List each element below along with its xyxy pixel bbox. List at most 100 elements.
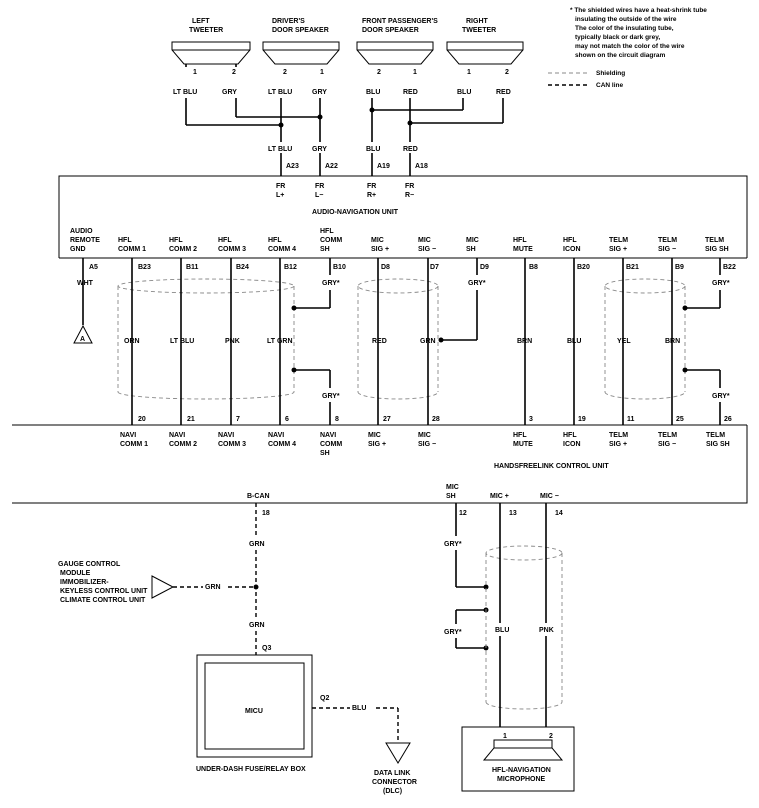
signal-label: HFL <box>513 237 527 244</box>
fuse-box-label: UNDER-DASH FUSE/RELAY BOX <box>196 766 306 773</box>
pin-number: B23 <box>138 264 151 271</box>
hfl-top-pins: 20 21 7 6 8 27 28 3 19 11 25 26 <box>138 416 732 423</box>
wire-color: GRN <box>249 541 265 548</box>
pin-number: 7 <box>236 416 240 423</box>
speaker-name: DOOR SPEAKER <box>362 27 419 34</box>
pin-number: 11 <box>627 416 635 423</box>
pin-number: 27 <box>383 416 391 423</box>
speaker-icon <box>356 41 434 65</box>
pin-number: B12 <box>284 264 297 271</box>
signal-label: TELM <box>658 237 677 244</box>
signal-label: COMM 2 <box>169 246 197 253</box>
signal-label: MIC <box>371 237 384 244</box>
middle-wires: WHT A ORN LT BLU PNK LT GRN GRY* GRY* RE… <box>73 258 730 425</box>
signal-label: HFL <box>118 237 132 244</box>
wire-color: GRY* <box>444 629 462 636</box>
speaker-right-tweeter: RIGHT TWEETER <box>446 18 524 65</box>
note-line: may not match the color of the wire <box>575 43 685 50</box>
signal-label: ICON <box>563 441 581 448</box>
speaker-icon <box>262 41 340 65</box>
bcan-line: GRN GRN GRN <box>173 503 265 655</box>
pin-number: B22 <box>723 264 736 271</box>
pin-number: 1 <box>413 69 417 76</box>
audio-top-connectors: LT BLU GRY BLU RED A23 A22 A19 A18 FR L+… <box>268 146 428 199</box>
wire-color: GRN <box>205 584 221 591</box>
wire-color: WHT <box>77 280 94 287</box>
dlc-label: CONNECTOR <box>372 779 417 786</box>
speaker-wiring <box>185 64 504 176</box>
signal-label: HFL <box>563 432 577 439</box>
connector-label: Q2 <box>320 695 329 702</box>
microphone-label: HFL-NAVIGATION <box>492 767 551 774</box>
pin-number: B9 <box>675 264 684 271</box>
signal-label: HFL <box>169 237 183 244</box>
wire-color: GRY* <box>322 280 340 287</box>
pin-number: 12 <box>459 510 467 517</box>
signal-label: GND <box>70 246 86 253</box>
pin-number: 1 <box>193 69 197 76</box>
audio-unit-label: AUDIO-NAVIGATION UNIT <box>312 209 399 216</box>
pin-number: 14 <box>555 510 563 517</box>
ground-reference-triangle <box>73 324 93 344</box>
shield-group-mic <box>357 278 439 400</box>
pin-number: B11 <box>186 264 199 271</box>
signal-label: SIG − <box>418 441 436 448</box>
signal-label: FR <box>367 183 376 190</box>
signal-label: TELM <box>609 237 628 244</box>
signal-label: COMM 3 <box>218 246 246 253</box>
module-label: MODULE <box>60 570 91 577</box>
wire-color: GRN <box>420 338 436 345</box>
signal-label: COMM 4 <box>268 246 296 253</box>
audio-bottom-pins: A5 B23 B11 B24 B12 B10 D8 D7 D9 B8 B20 B… <box>89 264 736 271</box>
wire-color: LT GRN <box>267 338 293 345</box>
module-label: KEYLESS CONTROL UNIT <box>60 588 148 595</box>
note-line: insulating the outside of the wire <box>575 16 677 23</box>
pin-number: 2 <box>377 69 381 76</box>
wire-color: GRY* <box>468 280 486 287</box>
signal-label: ICON <box>563 246 581 253</box>
shield-note: * The shielded wires have a heat-shrink … <box>570 7 707 59</box>
wire-color: PNK <box>539 627 554 634</box>
wire-color: RED <box>372 338 387 345</box>
speaker-pins: 1 2 2 1 2 1 1 2 LT BLU GRY LT BLU GRY BL… <box>173 69 511 96</box>
shield-group-navi-comm <box>117 278 295 400</box>
signal-label: SIG − <box>658 246 676 253</box>
speaker-name: DRIVER'S <box>272 18 305 25</box>
signal-label: FR <box>315 183 324 190</box>
pin-number: 2 <box>549 733 553 740</box>
signal-label: TELM <box>706 432 725 439</box>
speaker-drivers-door: DRIVER'S DOOR SPEAKER <box>262 18 340 65</box>
signal-label: COMM 4 <box>268 441 296 448</box>
signal-label: MUTE <box>513 246 533 253</box>
signal-label: TELM <box>609 432 628 439</box>
signal-label: SH <box>466 246 476 253</box>
wire-color: BLU <box>495 627 509 634</box>
pin-number: 18 <box>262 510 270 517</box>
pin-number: 1 <box>320 69 324 76</box>
connector-label: Q3 <box>262 645 271 652</box>
pin-number: 26 <box>724 416 732 423</box>
pin-number: D7 <box>430 264 439 271</box>
wire-color: LT BLU <box>170 338 194 345</box>
signal-label: SIG SH <box>706 441 730 448</box>
note-line: The color of the insulating tube, <box>575 25 674 32</box>
pin-number: 8 <box>335 416 339 423</box>
pin-number: 19 <box>578 416 586 423</box>
pin-number: 20 <box>138 416 146 423</box>
signal-label: SIG + <box>368 441 386 448</box>
signal-label: SH <box>446 493 456 500</box>
shield-group-telm <box>604 278 686 400</box>
wire-color: LT BLU <box>173 89 197 96</box>
audio-bottom-labels: AUDIO REMOTE GND HFL COMM 1 HFL COMM 2 H… <box>70 228 729 253</box>
module-label: CLIMATE CONTROL UNIT <box>60 597 146 604</box>
speaker-name: LEFT <box>192 18 210 25</box>
wire-color: LT BLU <box>268 146 292 153</box>
wire-color: RED <box>403 146 418 153</box>
wire-color: BLU <box>352 705 366 712</box>
signal-label: MUTE <box>513 441 533 448</box>
pin-number: A22 <box>325 163 338 170</box>
pin-number: A23 <box>286 163 299 170</box>
data-link-connector: DATA LINK CONNECTOR (DLC) <box>372 742 417 795</box>
wire-color: GRY <box>312 89 327 96</box>
speaker-icon <box>171 41 251 65</box>
